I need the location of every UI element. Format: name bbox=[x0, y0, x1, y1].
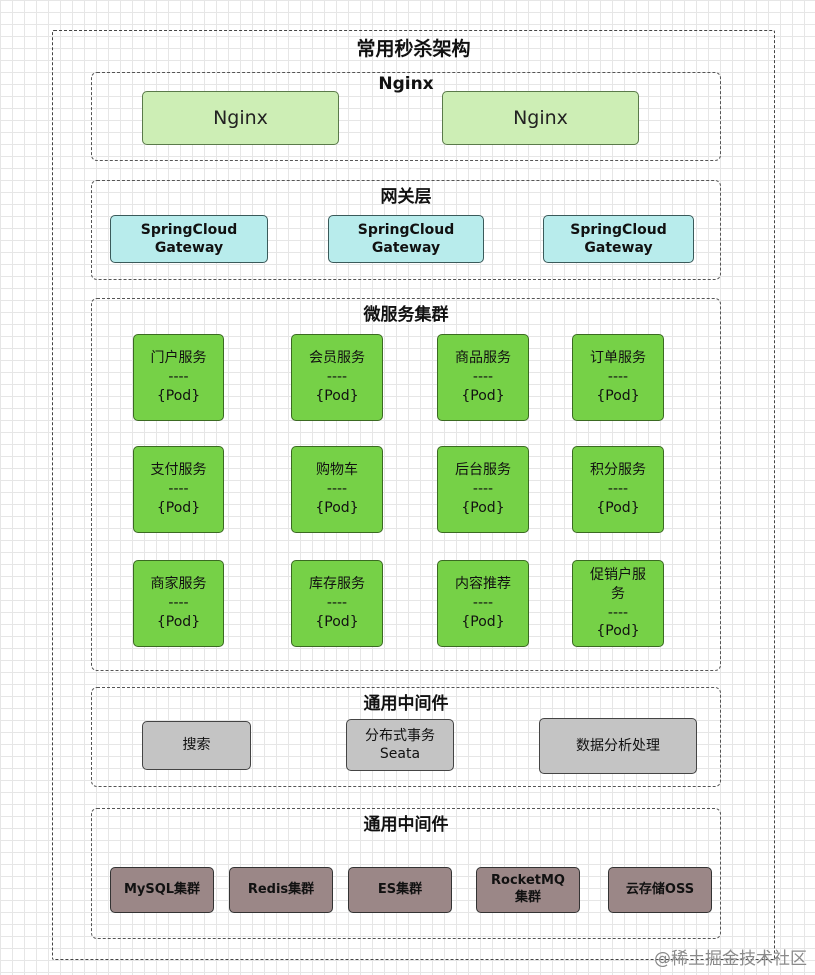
middleware-section-title: 通用中间件 bbox=[363, 694, 449, 714]
service-node-cart: 购物车 ---- {Pod} bbox=[291, 446, 383, 533]
service-node-merchant: 商家服务 ---- {Pod} bbox=[133, 560, 224, 647]
gateway-section-title: 网关层 bbox=[380, 187, 432, 207]
storage-node-rocketmq: RocketMQ 集群 bbox=[476, 867, 580, 913]
storage-node-redis: Redis集群 bbox=[229, 867, 333, 913]
gateway-node-3: SpringCloud Gateway bbox=[543, 215, 694, 263]
middleware-node-analytics: 数据分析处理 bbox=[539, 718, 697, 774]
storage-node-es: ES集群 bbox=[348, 867, 452, 913]
service-node-admin: 后台服务 ---- {Pod} bbox=[437, 446, 529, 533]
service-node-payment: 支付服务 ---- {Pod} bbox=[133, 446, 224, 533]
nginx-node-2: Nginx bbox=[442, 91, 639, 145]
storage-node-oss: 云存储OSS bbox=[608, 867, 712, 913]
nginx-section-title: Nginx bbox=[378, 74, 434, 94]
gateway-section: 网关层 bbox=[91, 180, 721, 280]
service-node-points: 积分服务 ---- {Pod} bbox=[572, 446, 664, 533]
diagram-title: 常用秒杀架构 bbox=[356, 38, 471, 60]
watermark: @稀土掘金技术社区 bbox=[654, 949, 807, 969]
storage-node-mysql: MySQL集群 bbox=[110, 867, 214, 913]
service-node-inventory: 库存服务 ---- {Pod} bbox=[291, 560, 383, 647]
service-node-member: 会员服务 ---- {Pod} bbox=[291, 334, 383, 421]
gateway-node-1: SpringCloud Gateway bbox=[110, 215, 268, 263]
service-node-recommend: 内容推荐 ---- {Pod} bbox=[437, 560, 529, 647]
service-node-portal: 门户服务 ---- {Pod} bbox=[133, 334, 224, 421]
storage-section-title: 通用中间件 bbox=[363, 815, 449, 835]
service-node-promotion: 促销户服 务 ---- {Pod} bbox=[572, 560, 664, 647]
service-node-product: 商品服务 ---- {Pod} bbox=[437, 334, 529, 421]
nginx-section: Nginx bbox=[91, 72, 721, 161]
nginx-node-1: Nginx bbox=[142, 91, 339, 145]
middleware-node-search: 搜索 bbox=[142, 721, 251, 770]
storage-section: 通用中间件 bbox=[91, 808, 721, 939]
microservices-section: 微服务集群 bbox=[91, 298, 721, 671]
middleware-node-seata: 分布式事务 Seata bbox=[346, 719, 454, 771]
gateway-node-2: SpringCloud Gateway bbox=[328, 215, 484, 263]
service-node-order: 订单服务 ---- {Pod} bbox=[572, 334, 664, 421]
microservices-section-title: 微服务集群 bbox=[363, 305, 449, 325]
middleware-section: 通用中间件 bbox=[91, 687, 721, 787]
architecture-frame bbox=[52, 30, 775, 960]
